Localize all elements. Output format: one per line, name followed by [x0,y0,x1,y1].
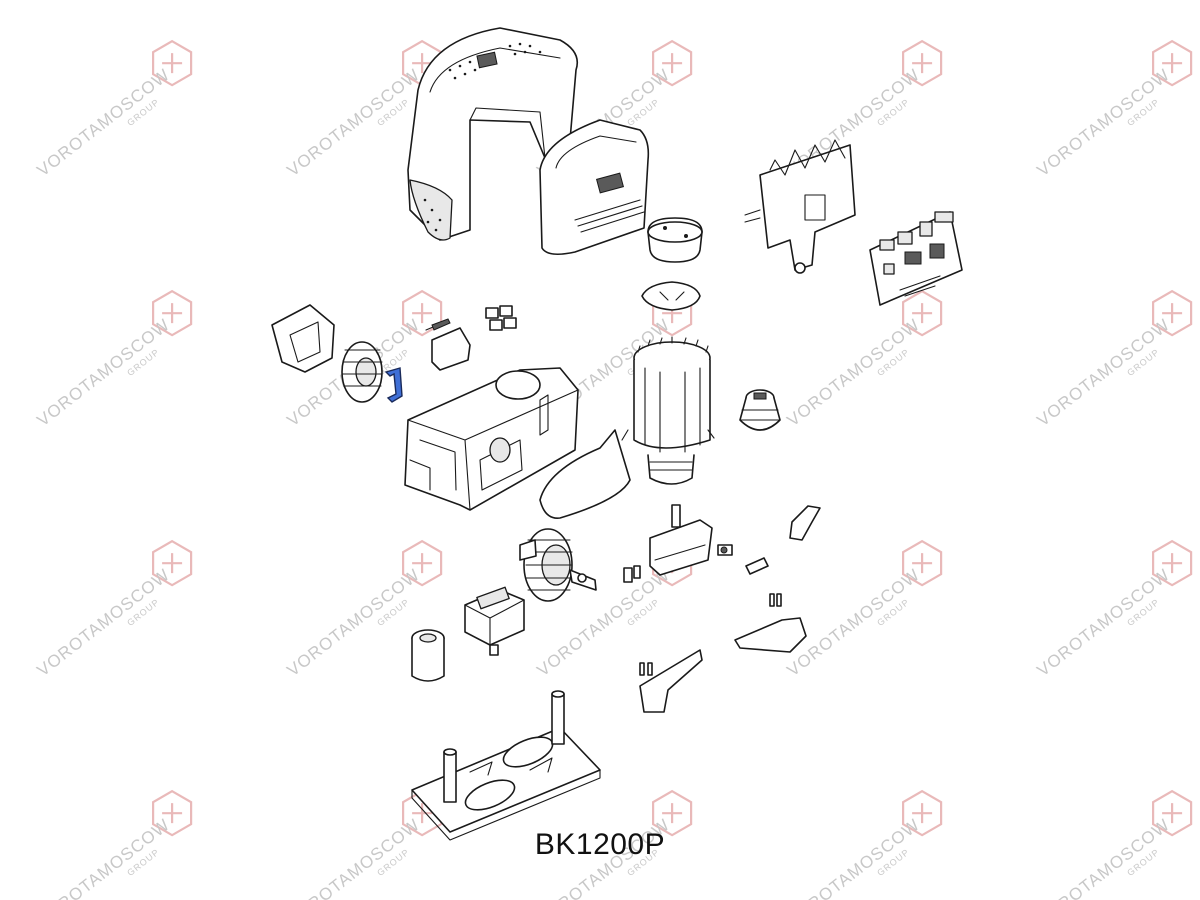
watermark-logo-icon [152,289,193,337]
electronic-board-part [869,211,963,306]
limit-plate-left-part [639,649,703,713]
foundation-plate-part [411,690,601,841]
watermark-logo-icon [902,539,943,587]
end-cap-part [271,304,335,373]
release-cover-part [649,504,713,576]
watermark-text: VOROTAMOSCOW [1033,65,1173,180]
watermark-text: VOROTAMOSCOW [33,315,173,430]
top-cover-part [407,27,579,241]
watermark-logo-icon [1152,539,1193,587]
gasket-disc-part [641,281,701,311]
motor-stator-part [621,336,715,485]
screw-part [717,544,733,556]
watermark-text: VOROTAMOSCOW [783,565,923,680]
watermark-logo-icon [152,39,193,87]
watermark-text: VOROTAMOSCOW [33,65,173,180]
watermark-logo-icon [152,539,193,587]
watermark-text: VOROTAMOSCOW [1033,565,1173,680]
limit-switch-part [425,305,517,371]
transformer-part [464,586,525,656]
watermark-text: VOROTAMOSCOW [283,65,423,180]
retaining-clip-part-highlighted [384,367,403,403]
model-label: BK1200P [534,828,666,861]
release-lever-part [789,505,821,541]
gearbox-gasket-part [539,429,631,519]
watermark-logo-icon [652,789,693,837]
watermark-logo-icon [902,39,943,87]
watermark-logo-icon [902,789,943,837]
watermark-logo-icon [402,289,443,337]
watermark-logo-icon [152,789,193,837]
output-shaft-gear-part [519,528,597,602]
watermark-text: VOROTAMOSCOW [783,315,923,430]
watermark-logo-icon [902,289,943,337]
worm-bushing-part [739,389,781,431]
gearbox-housing-part [404,367,579,511]
watermark-text: VOROTAMOSCOW [1033,315,1173,430]
control-board-bracket-part [744,139,856,274]
connector-part [623,565,641,583]
limit-plate-right-part [734,593,807,653]
watermark-text: VOROTAMOSCOW [283,565,423,680]
watermark-logo-icon [402,539,443,587]
pinion-gear-part [341,341,383,403]
watermark-logo-icon [652,39,693,87]
release-key-part [745,557,769,575]
bushing-cylinder-part [411,629,445,682]
watermark-text: VOROTAMOSCOW [33,565,173,680]
round-cap-part [647,217,703,263]
front-cover-part [539,119,650,256]
watermark-logo-icon [1152,289,1193,337]
watermark-logo-icon [1152,39,1193,87]
watermark-logo-icon [1152,789,1193,837]
